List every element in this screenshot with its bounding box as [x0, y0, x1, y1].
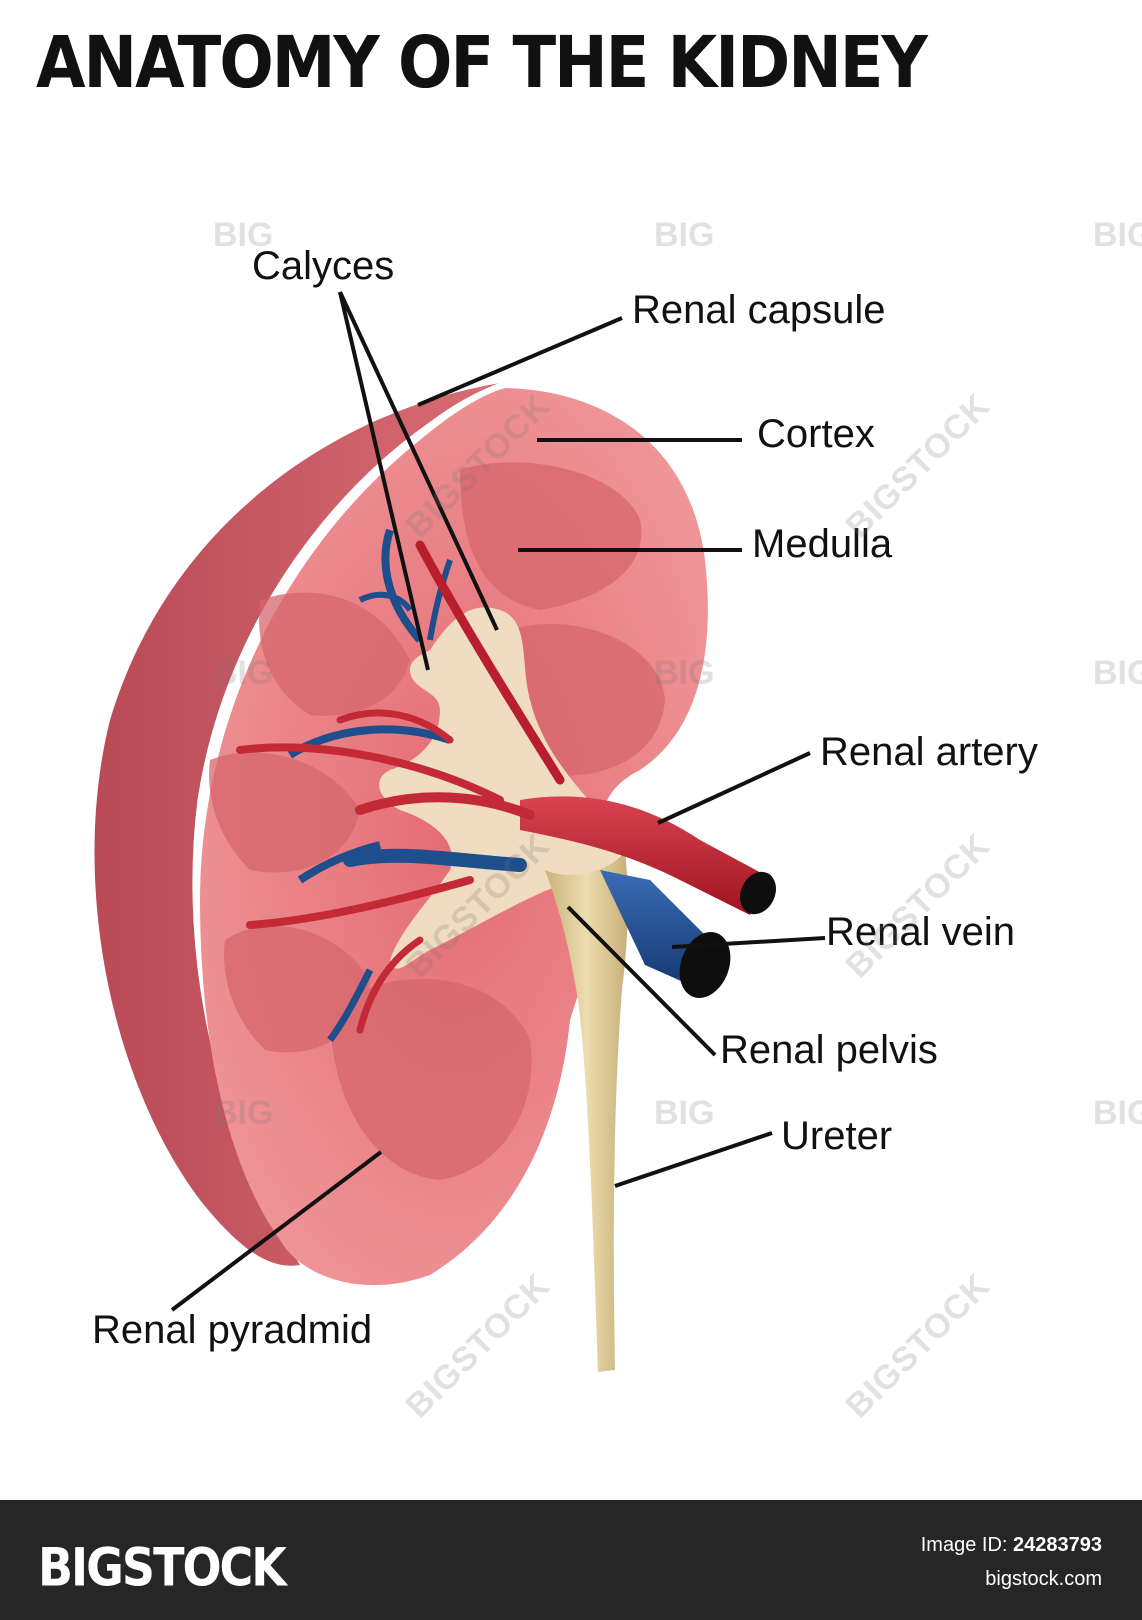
leader-renal-vein — [671, 936, 826, 949]
leader-renal-pelvis — [566, 905, 717, 1057]
watermark-big: BIG — [654, 216, 715, 254]
label-ureter: Ureter — [781, 1114, 893, 1158]
label-renal-pyramid: Renal pyradmid — [92, 1308, 373, 1352]
leader-renal-capsule — [417, 316, 623, 407]
image-id-label: Image ID: — [920, 1534, 1008, 1556]
ureter-shape — [545, 850, 628, 1372]
image-id: Image ID: 24283793 — [921, 1534, 1102, 1557]
watermark-big: BIG — [213, 216, 274, 254]
watermark-big: BIG — [1093, 216, 1142, 254]
page-title: ANATOMY OF THE KIDNEY — [36, 22, 928, 105]
leader-calyces-1 — [338, 291, 430, 671]
watermark-big: BIG — [654, 1094, 715, 1132]
watermark-big: BIG — [213, 1094, 274, 1132]
watermark-big: BIG — [1093, 654, 1142, 692]
renal-capsule-shape — [94, 383, 500, 1266]
label-renal-pelvis: Renal pelvis — [720, 1028, 938, 1072]
leader-calyces-2 — [338, 291, 499, 631]
leader-renal-pyramid — [170, 1150, 383, 1312]
label-renal-artery: Renal artery — [820, 730, 1038, 774]
watermark-big: BIG — [654, 654, 715, 692]
leader-lines — [170, 291, 826, 1312]
watermark-big: BIG — [213, 654, 274, 692]
renal-vein-shape — [287, 528, 731, 1043]
label-renal-vein: Renal vein — [826, 910, 1016, 954]
watermark-big: BIG — [1093, 1094, 1142, 1132]
site-link[interactable]: bigstock.com — [985, 1568, 1102, 1590]
leader-renal-artery — [657, 751, 811, 825]
medulla-pyramids — [209, 462, 665, 1180]
footer-bar: BIGSTOCK Image ID: 24283793 bigstock.com — [0, 1500, 1142, 1620]
brand-logo[interactable]: BIGSTOCK — [38, 1536, 287, 1599]
leader-ureter — [614, 1131, 773, 1188]
image-id-value: 24283793 — [1013, 1534, 1102, 1556]
label-medulla: Medulla — [752, 522, 893, 566]
label-renal-capsule: Renal capsule — [632, 288, 886, 332]
renal-artery-shape — [236, 540, 776, 1034]
kidney-diagram — [94, 291, 826, 1372]
label-calyces: Calyces — [252, 244, 395, 288]
label-cortex: Cortex — [757, 412, 875, 456]
